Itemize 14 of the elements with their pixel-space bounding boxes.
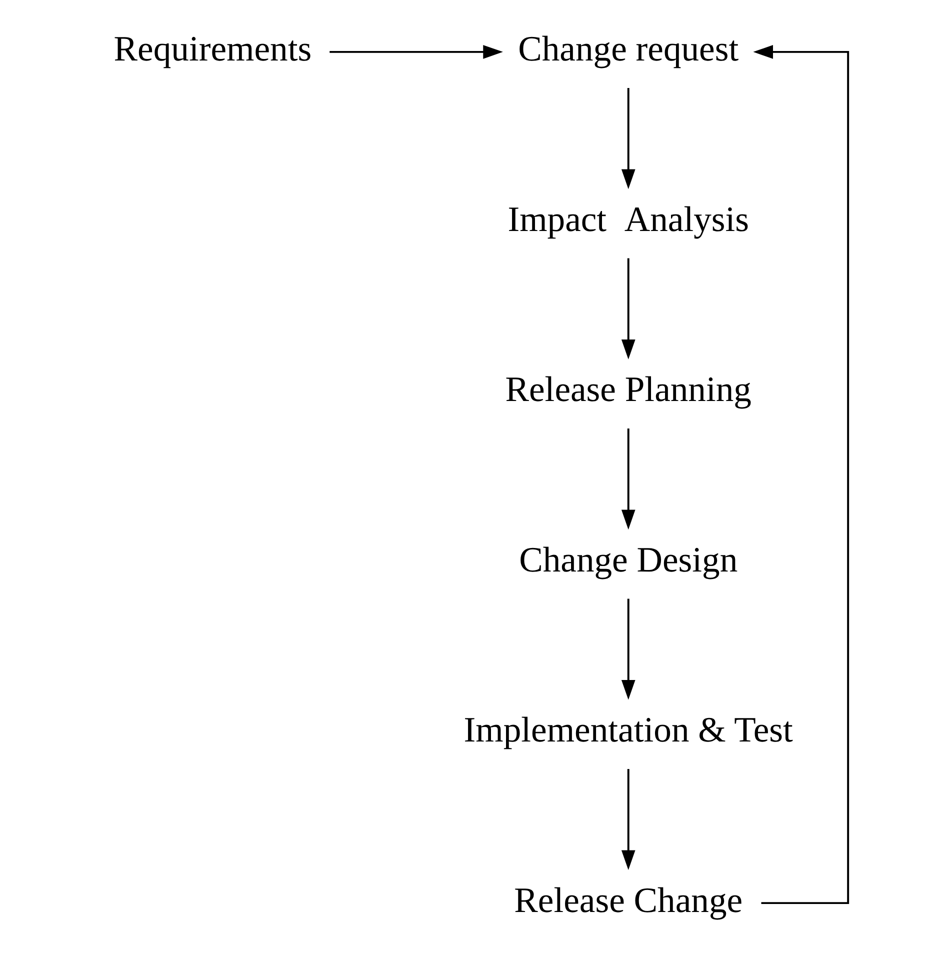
node-text: Change Design <box>518 539 738 580</box>
arrow <box>620 258 635 360</box>
arrow <box>329 45 502 59</box>
node-text: Implementation & Test <box>463 710 792 750</box>
node-text: Release Change <box>514 880 742 920</box>
arrow <box>752 45 849 904</box>
node-text: Change request <box>518 28 738 69</box>
arrow <box>620 428 635 530</box>
arrow <box>620 768 635 870</box>
node-text: Requirements <box>113 28 312 69</box>
node-text: Release Planning <box>504 369 751 410</box>
arrow <box>620 598 635 700</box>
arrow <box>620 88 635 190</box>
node-text: Impact Analysis <box>507 198 749 239</box>
